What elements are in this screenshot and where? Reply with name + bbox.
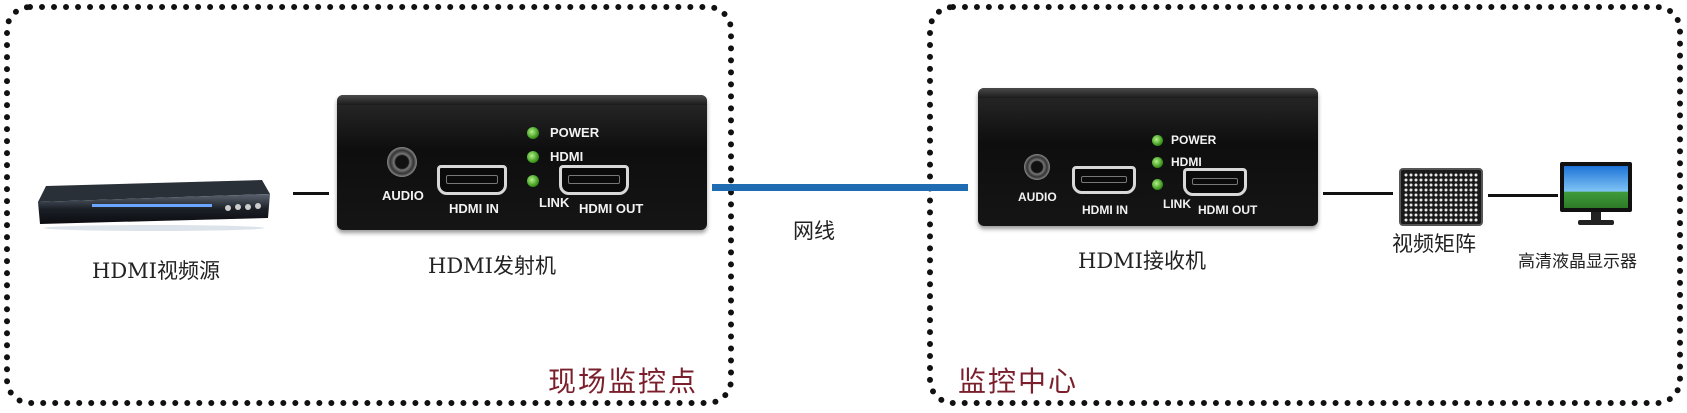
- network-cable: [712, 184, 968, 191]
- hdmi-out-label: HDMI OUT: [579, 201, 644, 216]
- link-led-icon: [527, 175, 539, 187]
- source-caption: HDMI视频源: [92, 259, 220, 283]
- link-led-label: LINK: [1163, 197, 1191, 211]
- power-led-icon: [527, 127, 539, 139]
- hdmi-led-label: HDMI: [550, 149, 584, 164]
- audio-label: AUDIO: [382, 188, 424, 203]
- receiver-wire: [1323, 192, 1393, 195]
- hdmi-led-icon: [1152, 157, 1163, 168]
- hdmi-in-port-icon: [1072, 166, 1136, 194]
- monitor-caption: 高清液晶显示器: [1518, 252, 1637, 272]
- hdmi-in-label: HDMI IN: [449, 201, 499, 216]
- dvd-player-icon: [38, 180, 270, 231]
- hdmi-out-label: HDMI OUT: [1198, 203, 1258, 217]
- hdmi-out-port-icon: [559, 165, 629, 195]
- link-led-icon: [1152, 179, 1163, 190]
- receiver-box: AUDIO HDMI IN POWER HDMI LINK HDMI OUT: [978, 88, 1318, 226]
- hdmi-in-label: HDMI IN: [1082, 203, 1128, 217]
- site-zone-label: 现场监控点: [548, 365, 699, 398]
- transmitter-box: AUDIO HDMI IN POWER HDMI LINK HDMI OUT: [337, 95, 707, 230]
- receiver-caption: HDMI接收机: [1078, 249, 1206, 273]
- site-zone: [4, 4, 734, 406]
- video-matrix-icon: [1399, 168, 1483, 226]
- hdmi-led-icon: [527, 151, 539, 163]
- audio-label: AUDIO: [1018, 190, 1057, 204]
- center-zone-label: 监控中心: [958, 365, 1079, 398]
- link-led-label: LINK: [539, 195, 570, 210]
- source-wire: [293, 192, 329, 195]
- transmitter-caption: HDMI发射机: [428, 254, 556, 278]
- matrix-wire: [1488, 194, 1558, 197]
- matrix-caption: 视频矩阵: [1392, 232, 1476, 256]
- power-led-label: POWER: [1171, 133, 1217, 147]
- lcd-monitor-icon: [1560, 162, 1632, 225]
- power-led-icon: [1152, 135, 1163, 146]
- hdmi-in-port-icon: [437, 165, 507, 195]
- audio-jack-icon: [1024, 154, 1050, 180]
- power-led-label: POWER: [550, 125, 600, 140]
- audio-jack-icon: [387, 147, 417, 177]
- cable-caption: 网线: [793, 219, 835, 243]
- hdmi-led-label: HDMI: [1171, 155, 1202, 169]
- hdmi-out-port-icon: [1183, 168, 1247, 196]
- center-zone: [927, 4, 1683, 406]
